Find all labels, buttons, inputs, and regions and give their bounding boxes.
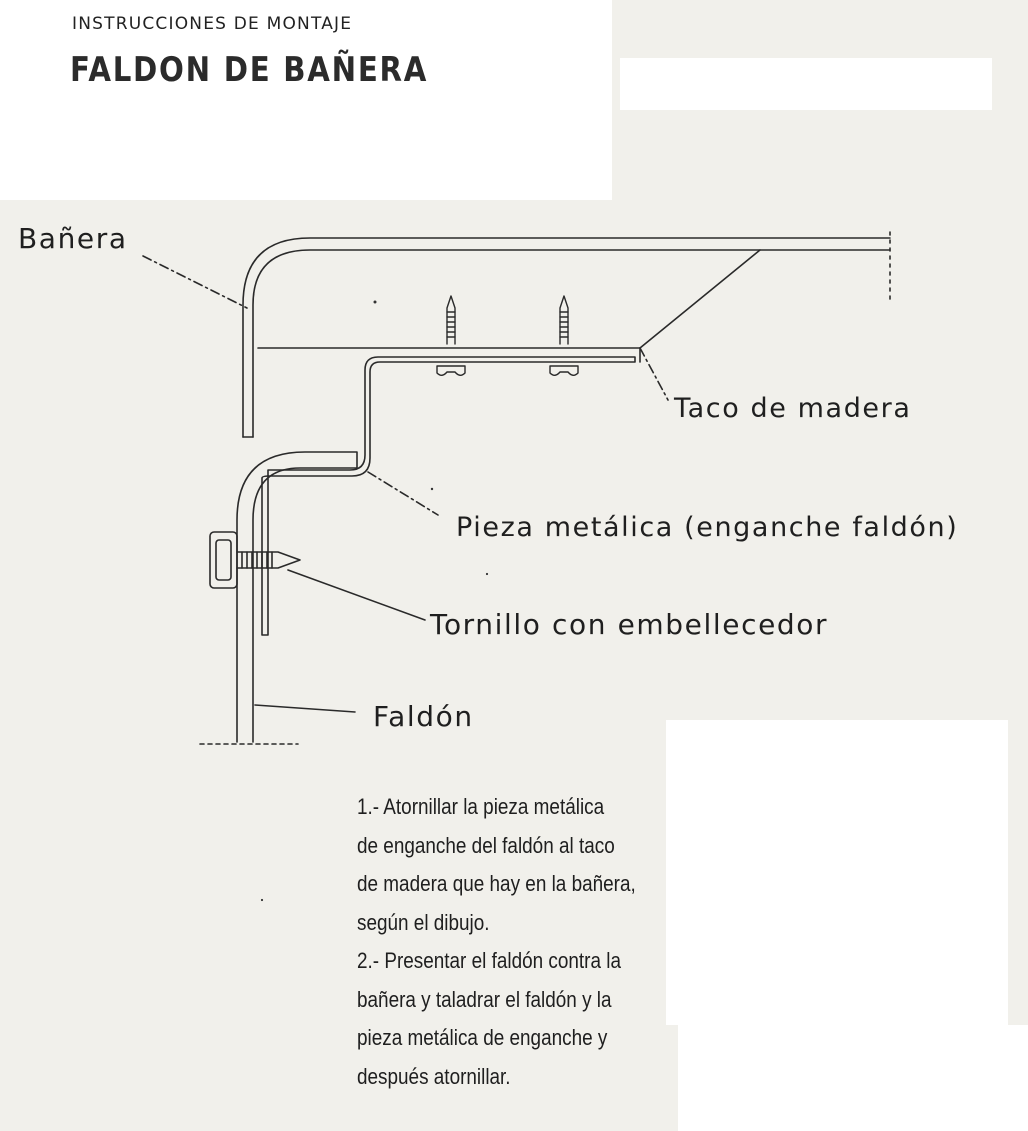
label-tornillo: Tornillo con embellecedor [430, 608, 829, 641]
leader-taco-2 [639, 347, 669, 401]
instruction-line: según el dibujo. [357, 909, 490, 935]
leader-pieza [367, 471, 439, 516]
label-pieza-metalica: Pieza metálica (enganche faldón) [456, 512, 959, 543]
instruction-line: después atornillar. [357, 1063, 511, 1089]
metal-hook-piece [261, 356, 636, 636]
label-banera: Bañera [18, 222, 128, 255]
document-title: FALDON DE BAÑERA [70, 50, 429, 90]
document-subtitle: INSTRUCCIONES DE MONTAJE [72, 14, 353, 34]
screw-left [436, 295, 466, 376]
leader-taco-1 [639, 249, 761, 349]
paper-patch-top-left [0, 0, 612, 200]
paper-patch-bottom-right-2 [678, 1025, 1028, 1131]
paper-patch-top-right [620, 58, 992, 110]
bathtub-rim-inner [252, 249, 891, 438]
screw-with-cap [209, 531, 301, 589]
instructions-text: 1.- Atornillar la pieza metálica de enga… [357, 788, 636, 1096]
leader-tornillo [287, 569, 426, 621]
bath-panel [236, 451, 358, 743]
instruction-line: de enganche del faldón al taco [357, 832, 615, 858]
label-taco-de-madera: Taco de madera [674, 393, 912, 424]
instruction-line: bañera y taladrar el faldón y la [357, 986, 612, 1012]
paper-patch-bottom-right [666, 720, 1008, 1025]
screw-right [549, 295, 579, 376]
instruction-line: pieza metálica de enganche y [357, 1025, 608, 1050]
instruction-line: de madera que hay en la bañera, [357, 871, 636, 896]
instruction-line: 1.- Atornillar la pieza metálica [357, 794, 605, 819]
leader-banera [142, 255, 248, 309]
label-faldon: Faldón [373, 700, 474, 733]
leader-faldon [254, 704, 356, 713]
bathtub-rim [242, 237, 891, 438]
instruction-line: 2.- Presentar el faldón contra la [357, 948, 621, 973]
